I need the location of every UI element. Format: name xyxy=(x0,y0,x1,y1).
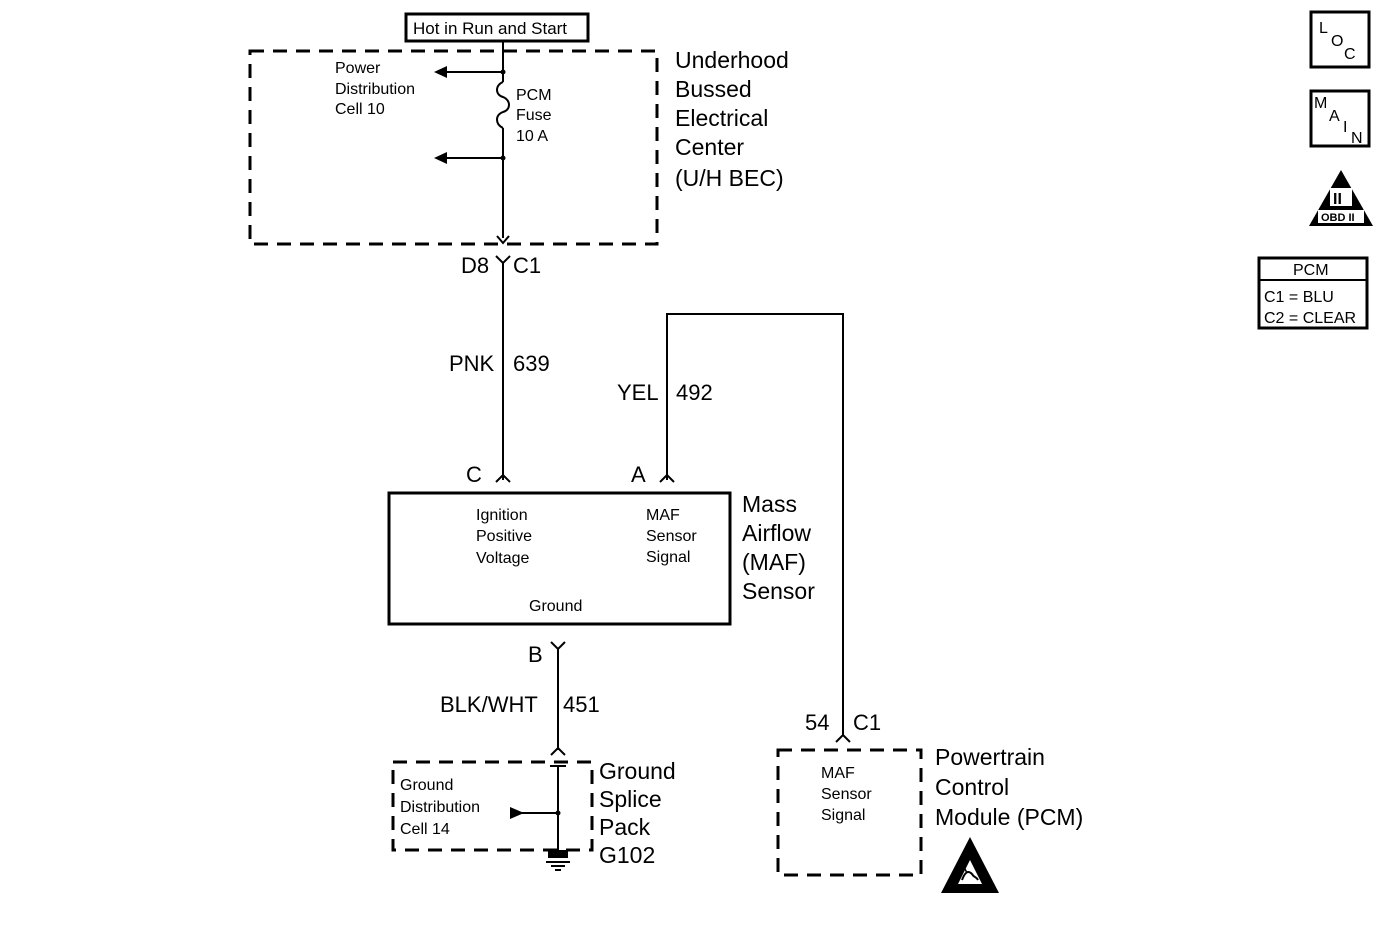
ground-splice-pack-box xyxy=(391,760,594,852)
main-icon[interactable]: M A I N xyxy=(1309,89,1371,148)
maf-signal-label: MAF Sensor Signal xyxy=(646,507,697,566)
svg-text:(MAF): (MAF) xyxy=(742,549,806,575)
svg-text:O: O xyxy=(1331,33,1343,50)
svg-text:N: N xyxy=(1351,130,1363,147)
supply-label-box: Hot in Run and Start xyxy=(404,12,590,43)
connector-female-icon xyxy=(495,473,511,483)
svg-text:MAF: MAF xyxy=(821,765,855,782)
svg-text:Pack: Pack xyxy=(599,814,651,840)
svg-text:Fuse: Fuse xyxy=(516,107,552,124)
ubec-connector-id: C1 xyxy=(513,253,541,278)
maf-sensor-box xyxy=(387,491,732,626)
svg-text:A: A xyxy=(1329,108,1340,125)
maf-pin-b: B xyxy=(528,642,543,667)
svg-text:Ground: Ground xyxy=(599,758,676,784)
svg-text:Ignition: Ignition xyxy=(476,507,528,524)
svg-text:M: M xyxy=(1314,95,1327,112)
connector-female-icon xyxy=(496,235,510,245)
svg-text:(U/H BEC): (U/H BEC) xyxy=(675,165,784,191)
obd-ii-icon[interactable]: II OBD II xyxy=(1309,170,1373,226)
pcm-connector-id: C1 xyxy=(853,710,881,735)
ground-wire-circuit: 451 xyxy=(563,692,600,717)
svg-text:Control: Control xyxy=(935,774,1009,800)
svg-text:Sensor: Sensor xyxy=(821,786,872,803)
legend-row: C1 = BLU xyxy=(1264,289,1334,306)
svg-text:Module (PCM): Module (PCM) xyxy=(935,804,1083,830)
svg-text:Voltage: Voltage xyxy=(476,550,529,567)
connector-female-icon xyxy=(659,473,675,483)
legend-row: C2 = CLEAR xyxy=(1264,310,1356,327)
svg-text:Distribution: Distribution xyxy=(400,799,480,816)
fuse-label: PCM Fuse 10 A xyxy=(516,87,552,145)
svg-text:Sensor: Sensor xyxy=(646,528,697,545)
maf-ignition-label: Ignition Positive Voltage xyxy=(476,507,532,567)
power-distribution-label: Power Distribution Cell 10 xyxy=(335,60,415,118)
supply-label: Hot in Run and Start xyxy=(413,19,567,38)
svg-text:Ground: Ground xyxy=(400,777,453,794)
connector-female-icon xyxy=(550,746,566,756)
svg-text:Positive: Positive xyxy=(476,528,532,545)
svg-text:10 A: 10 A xyxy=(516,128,548,145)
ground-symbol-icon xyxy=(546,850,570,871)
svg-text:Center: Center xyxy=(675,134,744,160)
svg-text:Underhood: Underhood xyxy=(675,47,789,73)
ignition-wire-color: PNK xyxy=(449,351,495,376)
svg-text:Signal: Signal xyxy=(821,807,865,824)
svg-text:I: I xyxy=(1343,119,1347,136)
ubec-title: Underhood Bussed Electrical Center (U/H … xyxy=(675,47,789,191)
ubec-connector-pin: D8 xyxy=(461,253,489,278)
pcm-pin: 54 xyxy=(805,710,829,735)
svg-text:Bussed: Bussed xyxy=(675,76,752,102)
svg-text:Powertrain: Powertrain xyxy=(935,744,1045,770)
ground-wire-color: BLK/WHT xyxy=(440,692,538,717)
loc-icon[interactable]: L O C xyxy=(1309,10,1371,69)
ignition-wire-circuit: 639 xyxy=(513,351,550,376)
signal-wire-circuit: 492 xyxy=(676,380,713,405)
arrow-left-icon xyxy=(434,66,447,78)
pcm-box xyxy=(776,748,923,877)
maf-pin-a: A xyxy=(631,462,646,487)
svg-text:L: L xyxy=(1319,20,1328,37)
svg-text:OBD II: OBD II xyxy=(1321,212,1355,224)
arrow-left-icon xyxy=(434,152,447,164)
svg-text:Airflow: Airflow xyxy=(742,520,811,546)
svg-text:MAF: MAF xyxy=(646,507,680,524)
connector-male-icon xyxy=(495,255,511,265)
connector-male-icon xyxy=(550,641,566,651)
svg-text:Splice: Splice xyxy=(599,786,662,812)
ground-distribution-label: Ground Distribution Cell 14 xyxy=(400,777,480,838)
maf-ground-label: Ground xyxy=(529,598,582,615)
svg-text:C: C xyxy=(1344,46,1356,63)
legend-title: PCM xyxy=(1293,262,1329,279)
arrow-right-icon xyxy=(510,807,524,819)
svg-text:PCM: PCM xyxy=(516,87,552,104)
svg-text:Distribution: Distribution xyxy=(335,81,415,98)
maf-title: Mass Airflow (MAF) Sensor xyxy=(742,491,815,604)
svg-text:G102: G102 xyxy=(599,842,655,868)
svg-text:Cell 10: Cell 10 xyxy=(335,101,385,118)
fuse-icon xyxy=(496,81,510,129)
svg-text:Sensor: Sensor xyxy=(742,578,815,604)
connector-female-icon xyxy=(835,733,851,743)
pcm-signal-label: MAF Sensor Signal xyxy=(821,765,872,824)
svg-text:Electrical: Electrical xyxy=(675,105,768,131)
ubec-box xyxy=(248,49,659,246)
svg-text:Power: Power xyxy=(335,60,381,77)
ground-splice-pack-title: Ground Splice Pack G102 xyxy=(599,758,676,868)
maf-pin-c: C xyxy=(466,462,482,487)
pcm-connector-legend: PCM C1 = BLU C2 = CLEAR xyxy=(1257,256,1369,330)
pcm-title: Powertrain Control Module (PCM) xyxy=(935,744,1083,830)
svg-text:Mass: Mass xyxy=(742,491,797,517)
signal-wire xyxy=(666,313,844,735)
signal-wire-color: YEL xyxy=(617,380,659,405)
svg-text:II: II xyxy=(1333,191,1342,208)
svg-text:Cell 14: Cell 14 xyxy=(400,821,450,838)
svg-text:Signal: Signal xyxy=(646,549,690,566)
esd-warning-icon xyxy=(941,837,999,893)
